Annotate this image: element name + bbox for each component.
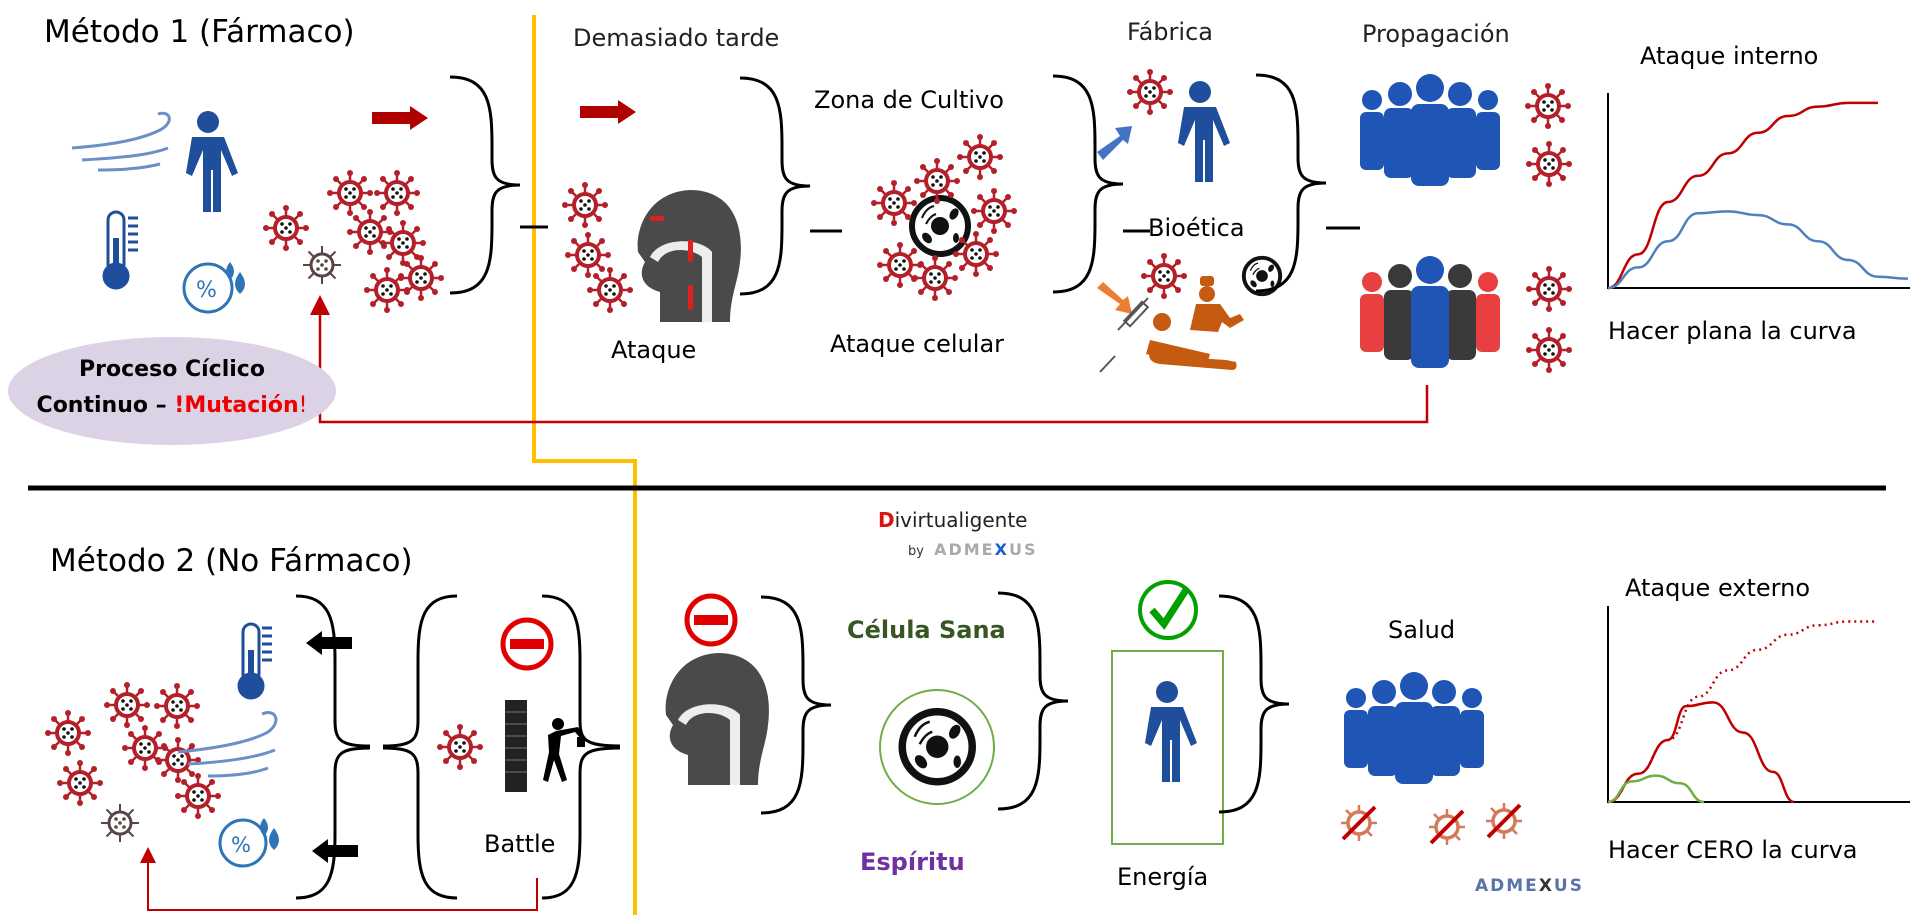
wind-icon <box>177 711 278 778</box>
person-icon <box>1178 81 1230 182</box>
no-entry-icon <box>684 593 738 647</box>
virus-neutralized-icons <box>1339 801 1524 847</box>
brand-by: by ADMEXUS <box>908 540 1037 559</box>
virus-cluster-attack <box>560 180 635 315</box>
cycle-ellipse <box>8 337 336 445</box>
attack-label: Ataque <box>611 336 697 364</box>
doctor-patient-icon <box>1146 276 1244 370</box>
chart2-title: Ataque externo <box>1625 574 1811 602</box>
chart-series-cero <box>1607 774 1705 804</box>
chart-axes <box>1607 93 1910 289</box>
chart1-caption: Hacer plana la curva <box>1608 317 1857 345</box>
mutation-feedback-arrow <box>310 295 1429 424</box>
battle-label: Battle <box>484 830 556 858</box>
company-a: ADME <box>934 540 995 559</box>
chart-internal-attack <box>1607 93 1910 290</box>
company-b: US <box>1553 876 1584 896</box>
factory-label: Fábrica <box>1127 18 1213 46</box>
bracket <box>1051 74 1125 294</box>
person-icon <box>186 111 238 212</box>
wind-icon <box>71 111 171 172</box>
svg-text:%: % <box>231 833 251 857</box>
method2-title: Método 2 (No Fármaco) <box>50 543 413 579</box>
chart-external-attack <box>1607 606 1910 804</box>
crowd-healthy-icon <box>1360 74 1500 186</box>
bracket <box>759 595 833 815</box>
crowd-infected-icon <box>1360 256 1500 368</box>
bracket <box>295 594 621 900</box>
chart-series-curva-aplanada <box>1607 210 1909 290</box>
culture-zone-label: Zona de Cultivo <box>814 86 1004 114</box>
bracket <box>996 591 1070 811</box>
company-x: X <box>994 540 1009 559</box>
company-b: US <box>1008 540 1038 559</box>
blue-arrow-icon <box>1097 126 1132 160</box>
syringe-icon <box>1099 297 1150 373</box>
bracket <box>1217 594 1291 814</box>
cycle-prefix: Continuo – <box>36 393 175 418</box>
red-arrow-right-icon <box>580 100 636 124</box>
svg-text:%: % <box>196 278 217 303</box>
healthy-cell-icon <box>879 689 995 805</box>
brand-company: ADMEXUS <box>934 540 1037 559</box>
orange-arrow-icon <box>1097 282 1132 314</box>
spirit-label: Espíritu <box>860 848 965 876</box>
thermometer-icon <box>237 622 272 700</box>
too-late-label: Demasiado tarde <box>573 24 780 52</box>
head-airway-icon <box>665 653 769 785</box>
company-x: X <box>1538 876 1554 896</box>
mutation-suffix: ! <box>298 393 308 418</box>
virus-cluster-top-left <box>261 168 446 315</box>
chart-axes <box>1607 606 1910 803</box>
chart1-title: Ataque interno <box>1640 42 1819 70</box>
mutation-label: !Mutación <box>174 393 299 418</box>
wall-worker-icon <box>505 700 585 792</box>
chart2-caption: Hacer CERO la curva <box>1608 836 1858 864</box>
brand-by-text: by <box>908 544 924 559</box>
timeline-divider <box>532 15 637 915</box>
person-icon <box>1145 681 1197 782</box>
energy-frame <box>1111 650 1224 845</box>
brand-initial: D <box>878 508 895 532</box>
cycle-label-line2: Continuo – !Mutación! <box>8 388 336 424</box>
humidity-icon: % <box>182 262 245 314</box>
brand-logo: Divirtualigente <box>878 508 1028 532</box>
cycle-label: Proceso Cíclico Continuo – !Mutación! <box>8 352 336 424</box>
chart-series-potencial <box>1607 620 1878 804</box>
virus-cluster-bottom-left <box>43 680 223 844</box>
healthy-cell-label: Célula Sana <box>847 616 1006 644</box>
battle-feedback-arrow <box>140 847 538 911</box>
chart-series-contenida <box>1607 701 1795 804</box>
crowd-healthy-icon <box>1344 672 1484 784</box>
energy-label: Energía <box>1117 863 1209 891</box>
bracket <box>738 76 812 296</box>
propagation-label: Propagación <box>1362 20 1510 48</box>
method1-title: Método 1 (Fármaco) <box>44 14 355 50</box>
no-entry-icon <box>500 617 554 671</box>
check-icon <box>1138 580 1198 640</box>
company-a: ADME <box>1475 876 1539 896</box>
humidity-icon: % <box>218 818 279 868</box>
chart-series-sin-medidas <box>1607 101 1878 290</box>
bracket <box>448 75 522 295</box>
red-arrow-right-icon <box>372 106 428 130</box>
admexus-logo: ADMEXUS <box>1475 876 1584 896</box>
brand-name: ivirtualigente <box>894 508 1028 532</box>
bioethics-label: Bioética <box>1148 214 1245 242</box>
health-label: Salud <box>1388 616 1456 644</box>
black-arrow-left-icon <box>306 631 358 863</box>
cell-attack-label: Ataque celular <box>830 330 1005 358</box>
cycle-label-line1: Proceso Cíclico <box>79 357 265 382</box>
infected-cell-icon <box>869 132 1019 303</box>
thermometer-icon <box>102 210 138 290</box>
